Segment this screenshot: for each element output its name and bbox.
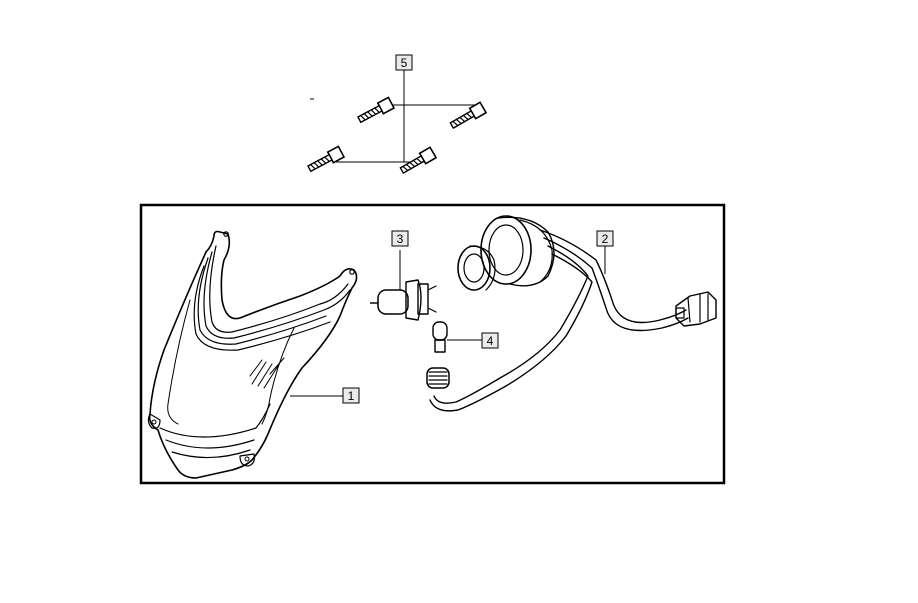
callout-3: 3 — [391, 230, 409, 247]
callout-label-1: 1 — [348, 389, 355, 403]
callout-label-3: 3 — [397, 232, 404, 246]
main-bulb — [370, 250, 437, 321]
wiring-harness — [426, 215, 717, 412]
assembly-frame — [139, 203, 726, 485]
screw-bottom-right — [399, 146, 438, 175]
callout-4: 4 — [481, 332, 499, 349]
screw-top-left — [357, 96, 396, 124]
position-bulb — [432, 321, 482, 353]
callout-2: 2 — [596, 230, 614, 247]
callout-5: 5 — [395, 54, 413, 71]
mounting-screws — [307, 70, 488, 175]
headlight-housing — [147, 230, 358, 479]
callout-1: 1 — [342, 387, 360, 404]
callout-label-5: 5 — [401, 56, 408, 70]
screw-bottom-left — [307, 145, 346, 173]
callout-label-4: 4 — [487, 334, 494, 348]
callout-label-2: 2 — [602, 232, 609, 246]
screw-top-right — [449, 101, 488, 130]
